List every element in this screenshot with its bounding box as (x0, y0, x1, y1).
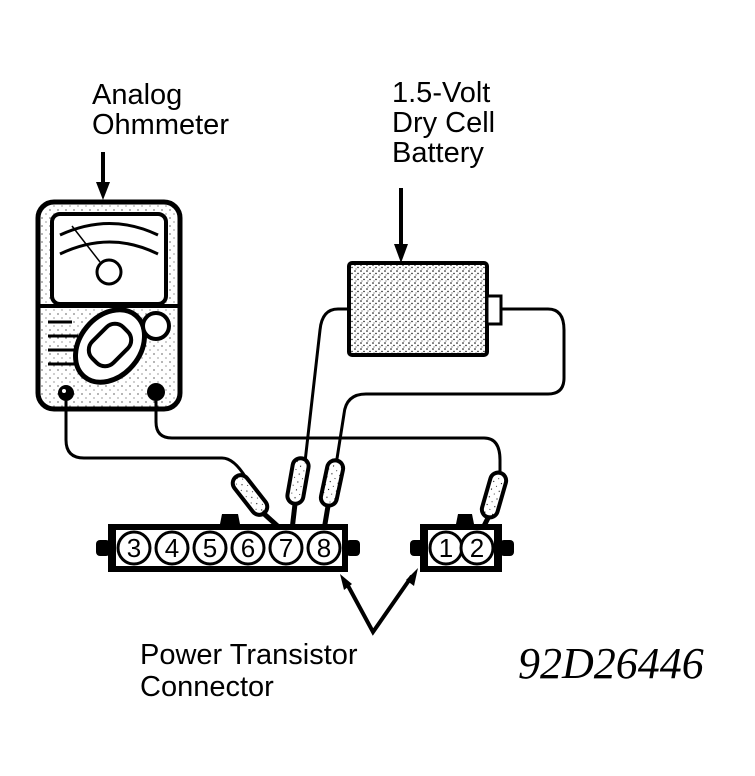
wire-ohmmeter-left (64, 401, 248, 479)
battery-label-line3: Battery (392, 137, 484, 169)
probe-battery-positive (318, 458, 346, 531)
battery-label-line2: Dry Cell (392, 107, 496, 139)
wire-battery-positive (334, 307, 566, 466)
connector-label-line2: Connector (140, 671, 274, 703)
ohmmeter-label-line2: Ohmmeter (92, 109, 229, 141)
connector-large-pin-label: 3 (127, 533, 141, 563)
ohmmeter-label-line1: Analog (92, 79, 183, 111)
wire-battery-negative (303, 307, 349, 463)
connector-large-pin-8 (306, 530, 342, 566)
wires (64, 307, 566, 479)
connector-large-pin-label: 4 (165, 533, 179, 563)
connector-large-icon (96, 514, 360, 572)
connector-large-pin-label: 7 (279, 533, 293, 563)
ohmmeter-pointer-arrow (96, 152, 110, 200)
connector-large-pin-5 (192, 530, 228, 566)
connector-small-pin-2 (459, 530, 495, 566)
connector-small-pin-label: 2 (470, 533, 484, 563)
connector-small-pin-label: 1 (439, 533, 453, 563)
battery-pointer-arrow (394, 188, 408, 263)
connector-large-pin-label: 8 (317, 533, 331, 563)
ohmmeter-icon (35, 199, 183, 412)
connector-large-pin-label: 5 (203, 533, 217, 563)
figure-code: 92D26446 (518, 639, 704, 688)
connector-label-line1: Power Transistor (140, 639, 358, 671)
connector-pointer-arrows (340, 568, 418, 636)
connector-large-pin-7 (268, 530, 304, 566)
connector-large-pin-3 (116, 530, 152, 566)
battery-label-line1: 1.5-Volt (392, 77, 491, 109)
probe-ohmmeter-right (479, 470, 509, 532)
connector-large-pin-label: 6 (241, 533, 255, 563)
battery-icon (347, 261, 503, 357)
wire-ohmmeter-right (154, 401, 502, 475)
connector-large-pin-6 (230, 530, 266, 566)
probe-battery-negative (285, 456, 311, 531)
connector-large-pin-4 (154, 530, 190, 566)
